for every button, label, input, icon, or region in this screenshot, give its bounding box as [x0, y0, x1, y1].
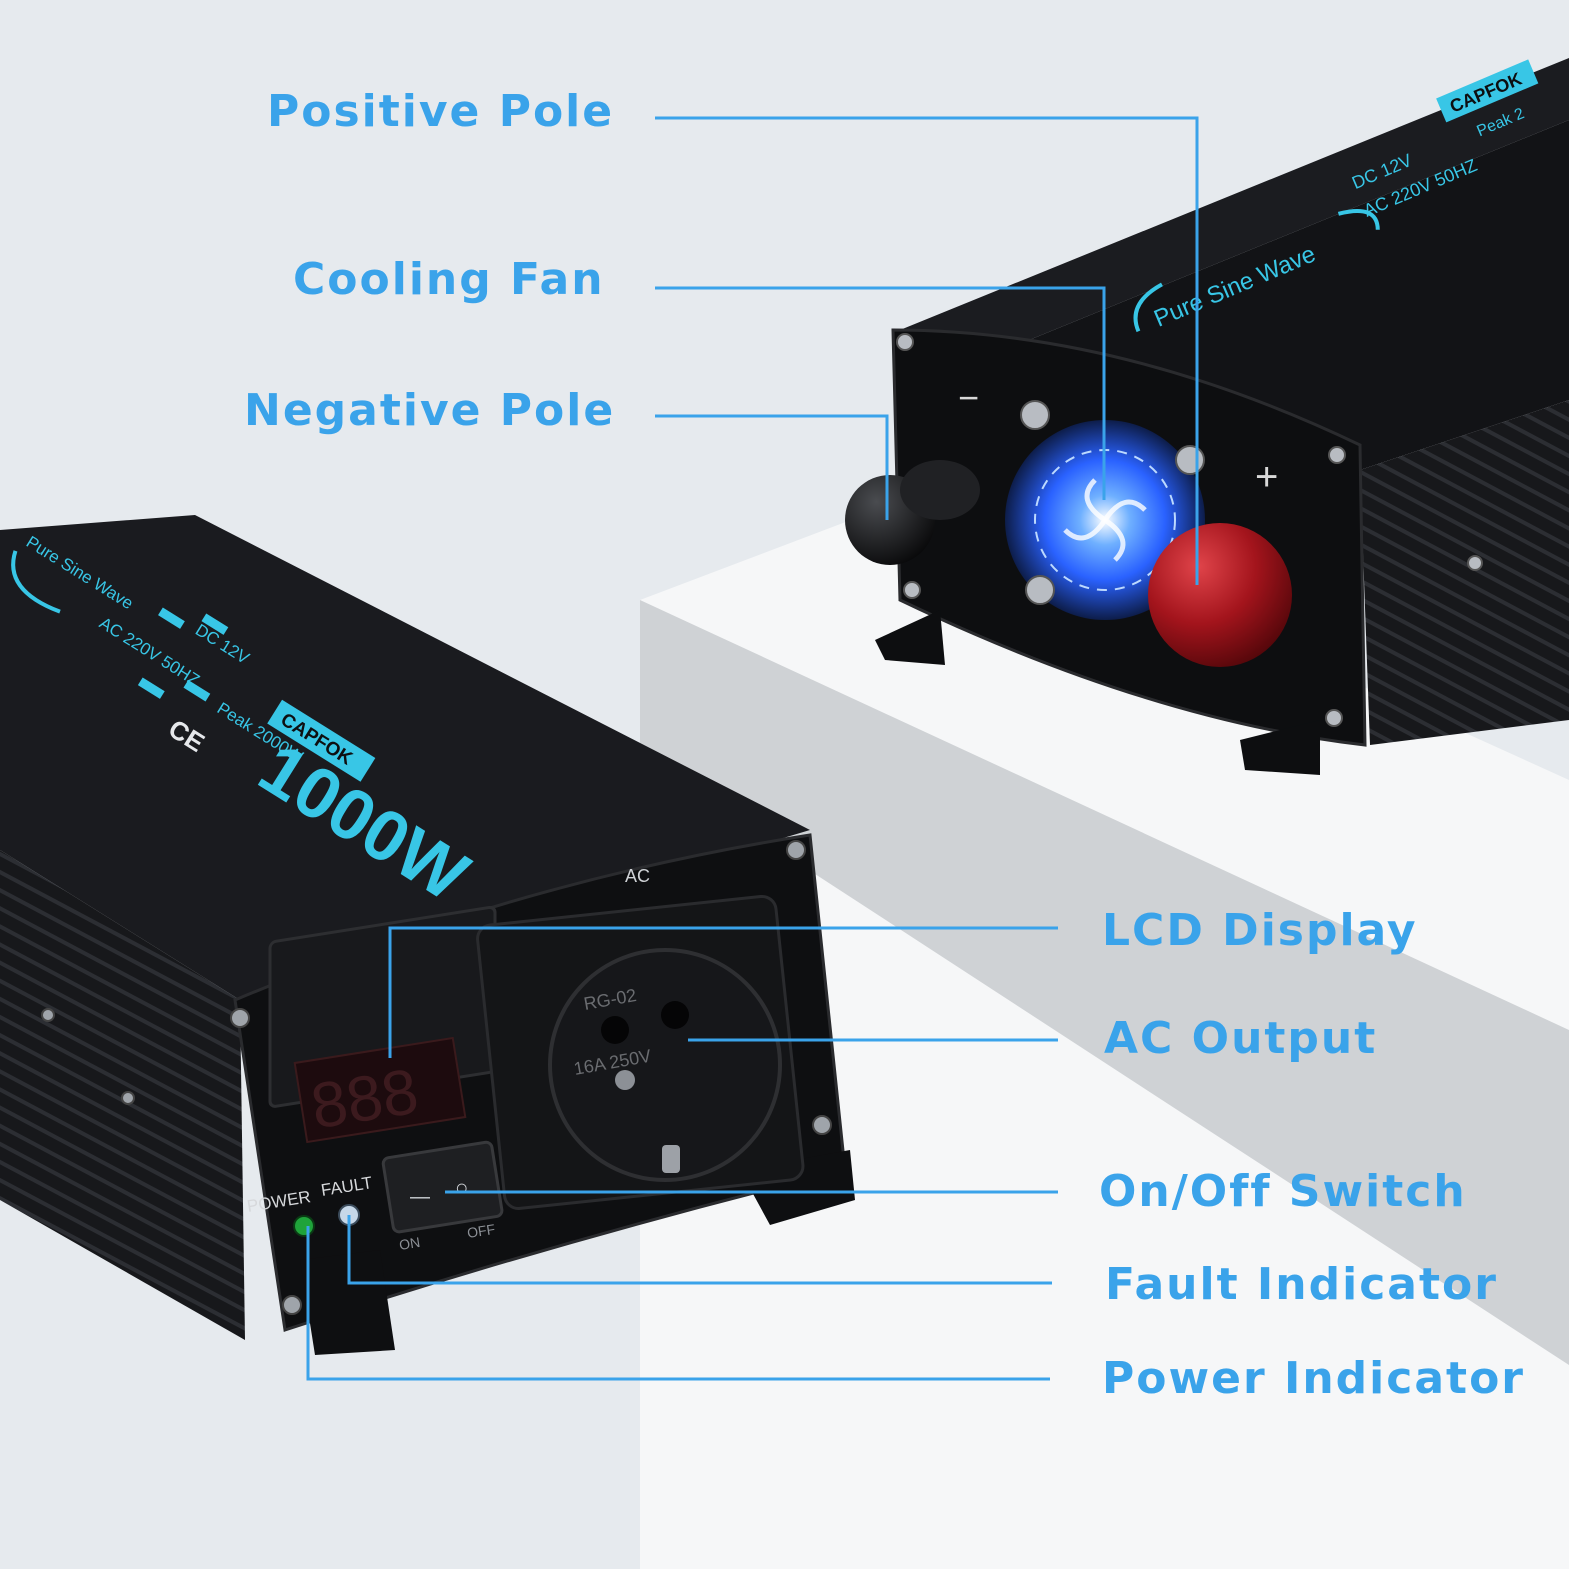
switch-mark-off: ○: [455, 1175, 468, 1200]
positive-terminal: [1148, 523, 1292, 667]
callout-lcd-display: LCD Display: [1102, 905, 1418, 956]
leader-lines: [306, 116, 1199, 1381]
callout-ac-output: AC Output: [1104, 1013, 1378, 1064]
onoff-switch[interactable]: [381, 1140, 504, 1234]
socket-icon: [548, 948, 782, 1182]
leader-cooling-fan: [655, 286, 1106, 500]
plus-mark: +: [1255, 455, 1278, 499]
inverter-front-view: 888 RG-02 16A 250V AC — ○ ON OFF POWER F…: [0, 515, 855, 1355]
switch-on-label: ON: [398, 1234, 421, 1253]
leader-fault-indicator: [347, 1215, 1052, 1285]
callout-onoff-switch: On/Off Switch: [1099, 1166, 1467, 1217]
switch-off-label: OFF: [466, 1221, 496, 1241]
callout-fault-indicator: Fault Indicator: [1105, 1259, 1498, 1310]
switch-mark-on: —: [410, 1186, 430, 1208]
callout-cooling-fan: Cooling Fan: [293, 254, 605, 305]
minus-mark: −: [958, 377, 979, 418]
ac-label: AC: [625, 866, 650, 886]
lcd-reading: 888: [306, 1055, 423, 1143]
callout-power-indicator: Power Indicator: [1102, 1353, 1525, 1404]
leader-positive-pole: [655, 116, 1199, 585]
power-led: [293, 1215, 315, 1237]
callout-positive-pole: Positive Pole: [267, 86, 615, 137]
leader-lcd-display: [388, 926, 1058, 1058]
shelf-face: [640, 600, 1569, 1365]
leader-negative-pole: [655, 414, 889, 520]
leader-power-indicator: [306, 1226, 1050, 1381]
callout-negative-pole: Negative Pole: [244, 385, 616, 436]
